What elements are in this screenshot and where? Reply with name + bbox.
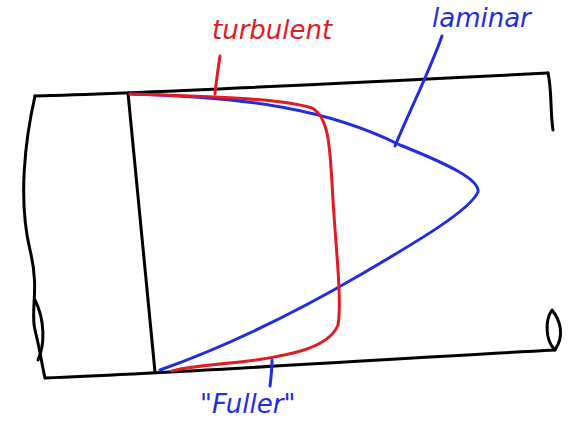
turbulent-profile [130, 94, 339, 371]
pipe-right-end-curl [547, 310, 560, 350]
pipe-bottom-wall [45, 350, 555, 378]
pipe-right-end [548, 73, 553, 130]
pipe-left-end-curl [35, 300, 43, 360]
laminar-leader [395, 36, 442, 146]
cross-section-line [128, 93, 155, 372]
fuller-leader [270, 360, 272, 386]
turbulent-label: turbulent [212, 16, 332, 45]
laminar-label: laminar [432, 4, 531, 33]
pipe-top-wall [35, 73, 548, 96]
fuller-label: "Fuller" [200, 390, 295, 419]
laminar-profile [130, 94, 478, 370]
pipe-left-end [24, 96, 45, 378]
turbulent-leader [215, 56, 220, 94]
